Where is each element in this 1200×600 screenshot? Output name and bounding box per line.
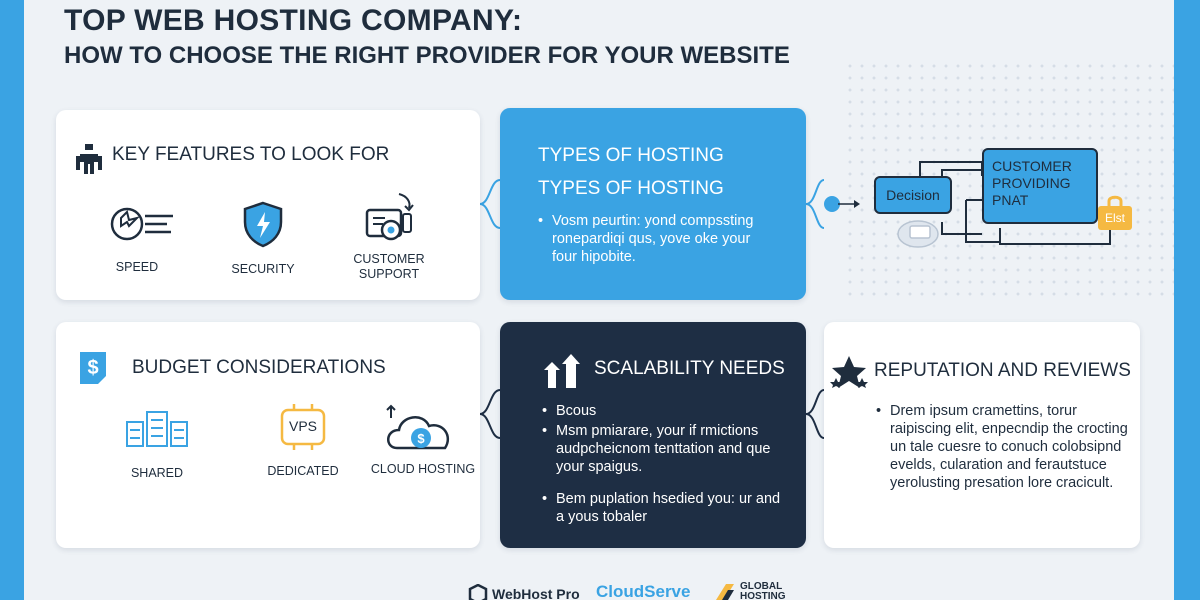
decision-label: Decision <box>886 187 940 203</box>
feature-security-label: SECURITY <box>231 262 295 276</box>
feature-support-label: CUSTOMER SUPPORT <box>353 252 425 281</box>
svg-text:$: $ <box>417 431 425 446</box>
vps-badge: VPS <box>288 418 317 434</box>
dollar-tag-icon: $ <box>80 352 106 384</box>
reputation-bullets: Drem ipsum cramettins, torur raipiscing … <box>876 402 1132 494</box>
team-icon <box>76 144 102 174</box>
types-of-hosting-bullets: Vosm peurtin: yond compssting ronepardiq… <box>538 212 778 268</box>
support-gear-icon <box>365 193 414 241</box>
logo-cloudserve: CloudServe <box>596 582 690 600</box>
reputation-title: REPUTATION AND REVIEWS <box>874 360 1131 381</box>
lock-badge: Elst <box>1098 195 1132 230</box>
feature-support: CUSTOMER SUPPORT <box>334 188 444 282</box>
budget-dedicated-label: DEDICATED <box>267 464 339 478</box>
infographic-canvas: TOP WEB HOSTING COMPANY: HOW TO CHOOSE T… <box>24 0 1174 600</box>
budget-shared-label: SHARED <box>130 466 184 480</box>
lock-icon <box>1107 195 1123 208</box>
shield-icon <box>243 201 283 248</box>
key-features-card: KEY FEATURES TO LOOK FOR SPEED SECURITY <box>56 110 480 300</box>
scalability-card: SCALABILITY NEEDS Bcous Msm pmiarare, yo… <box>500 322 806 548</box>
star-rating-icon <box>830 356 868 388</box>
budget-title: BUDGET CONSIDERATIONS <box>132 357 386 378</box>
decision-box: Decision <box>874 176 952 214</box>
svg-text:$: $ <box>87 357 98 379</box>
server-icon <box>126 411 188 447</box>
logo-global-hosting: GLOBAL HOSTING <box>714 582 800 600</box>
customer-box: CUSTOMER PROVIDING PNAT <box>982 148 1098 224</box>
cloud-dollar-icon: $ <box>386 404 450 450</box>
budget-cloud: $ CLOUD HOSTING <box>368 402 478 477</box>
speed-icon <box>110 207 173 241</box>
logo-text: GLOBAL HOSTING <box>740 581 786 600</box>
types-of-hosting-card: TYPES OF HOSTING TYPES OF HOSTING Vosm p… <box>500 108 806 300</box>
types-of-hosting-title: TYPES OF HOSTING <box>538 145 724 166</box>
decision-diagram: Decision CUSTOMER PROVIDING PNAT Elst <box>860 140 1132 270</box>
budget-cloud-label: CLOUD HOSTING <box>370 462 476 476</box>
footer-logos: WebHost Pro CloudServe GLOBAL HOSTING <box>468 580 828 600</box>
feature-speed-label: SPEED <box>115 260 159 274</box>
list-item: Bem puplation hsedied you: ur and a yous… <box>542 490 782 526</box>
growth-arrows-icon <box>544 354 580 388</box>
global-hosting-logo-icon <box>716 584 734 600</box>
list-item: Vosm peurtin: yond compssting ronepardiq… <box>538 212 778 266</box>
webhost-logo-icon <box>468 584 488 600</box>
key-features-title: KEY FEATURES TO LOOK FOR <box>112 144 390 165</box>
list-item: Drem ipsum cramettins, torur raipiscing … <box>876 402 1132 492</box>
customer-label: CUSTOMER PROVIDING PNAT <box>992 158 1072 208</box>
lock-label: Elst <box>1104 211 1125 225</box>
logo-text: CloudServe <box>596 582 691 600</box>
logo-text: WebHost Pro <box>492 586 580 600</box>
reputation-card: REPUTATION AND REVIEWS Drem ipsum cramet… <box>824 322 1140 548</box>
cloud-server-icon <box>897 220 939 248</box>
vps-chip-frame <box>280 404 326 450</box>
feature-security: SECURITY <box>208 200 318 277</box>
connector-dot <box>824 196 840 212</box>
budget-dedicated: VPS DEDICATED <box>248 402 358 479</box>
feature-speed: SPEED <box>82 202 192 275</box>
scalability-bullets: Bcous Msm pmiarare, your if rmictions au… <box>542 402 782 528</box>
page-subtitle: HOW TO CHOOSE THE RIGHT PROVIDER FOR YOU… <box>64 42 790 69</box>
page-title: TOP WEB HOSTING COMPANY: <box>64 4 523 37</box>
types-of-hosting-title-repeat: TYPES OF HOSTING <box>538 178 724 199</box>
logo-webhost-pro: WebHost Pro <box>468 584 580 600</box>
vps-chip-icon: VPS <box>276 402 330 452</box>
list-item: Msm pmiarare, your if rmictions audpchei… <box>542 422 782 476</box>
list-item: Bcous <box>542 402 782 420</box>
budget-shared: SHARED <box>102 408 212 481</box>
budget-card: $ BUDGET CONSIDERATIONS SHARED <box>56 322 480 548</box>
scalability-title: SCALABILITY NEEDS <box>594 358 785 379</box>
